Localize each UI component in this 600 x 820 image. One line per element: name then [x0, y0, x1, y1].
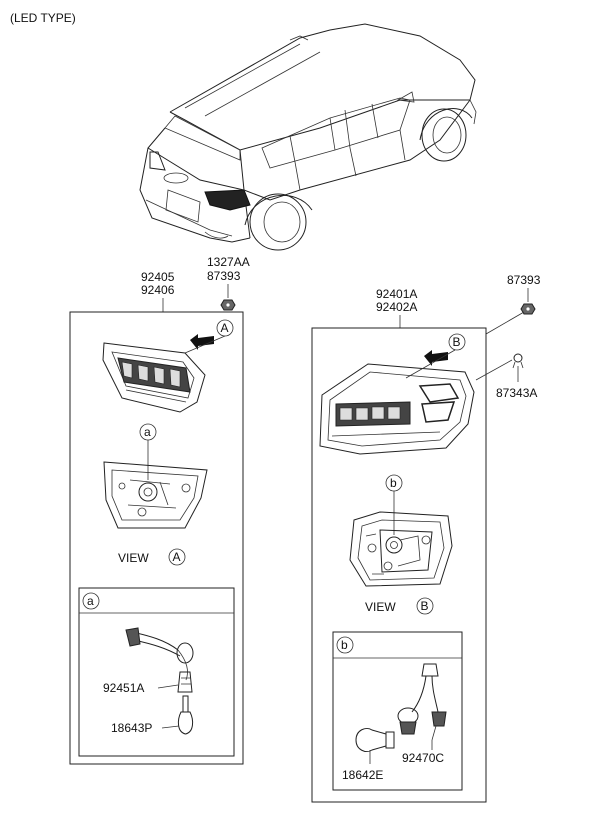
- right-parts-panel: [311, 327, 487, 803]
- right-view-letter: B: [421, 599, 429, 613]
- view-arrow-b: B: [405, 333, 466, 379]
- right-inset-box: [332, 631, 463, 791]
- left-part-number-lower: 92406: [141, 283, 175, 297]
- right-view-prefix: VIEW: [365, 600, 396, 614]
- left-fastener-1327aa: 1327AA: [207, 255, 250, 269]
- clip-icon: [512, 353, 524, 369]
- nut-icon: [220, 299, 236, 311]
- arrow-letter-a: A: [221, 321, 229, 335]
- right-lamp-group: 92401A 92402A 87393 87343A: [311, 273, 541, 803]
- view-arrow-a: A: [184, 319, 234, 354]
- left-inset-part-92451a: 92451A: [103, 681, 144, 695]
- left-parts-panel: [69, 311, 244, 765]
- right-inset-part-92470c: 92470C: [402, 751, 444, 765]
- wedge-bulb-icon: [177, 695, 194, 735]
- led-type-label: (LED TYPE): [10, 11, 76, 25]
- left-inset-box: [78, 587, 235, 757]
- detail-marker-a: a: [144, 425, 151, 439]
- right-part-number-upper: 92401A: [376, 287, 417, 301]
- right-fastener-87343a: 87343A: [496, 386, 537, 400]
- left-inset-part-18643p: 18643P: [111, 721, 152, 735]
- inner-tail-lamp-left: [102, 342, 206, 413]
- left-part-number-upper: 92405: [141, 270, 175, 284]
- left-view-prefix: VIEW: [118, 551, 149, 565]
- lamp-back-view-a: [103, 461, 208, 529]
- left-fastener-87393: 87393: [207, 269, 241, 283]
- left-lamp-group: 92405 92406 1327AA 87393 A: [69, 255, 250, 765]
- vehicle-illustration: [139, 23, 477, 251]
- detail-marker-b: b: [390, 476, 397, 490]
- left-view-letter: A: [173, 550, 181, 564]
- arrow-letter-b: B: [453, 335, 461, 349]
- right-part-number-lower: 92402A: [376, 300, 417, 314]
- lamp-back-view-b: [349, 511, 453, 587]
- right-inset-marker: b: [341, 638, 348, 652]
- left-inset-marker: a: [87, 594, 94, 608]
- right-fastener-87393: 87393: [507, 273, 541, 287]
- socket-wiring-icon-right: [397, 663, 447, 741]
- round-bulb-icon: [355, 727, 395, 753]
- nut-icon-right: [520, 303, 536, 315]
- socket-wiring-icon: [125, 627, 194, 693]
- outer-tail-lamp-right: [319, 363, 475, 455]
- right-inset-part-18642e: 18642E: [342, 768, 383, 782]
